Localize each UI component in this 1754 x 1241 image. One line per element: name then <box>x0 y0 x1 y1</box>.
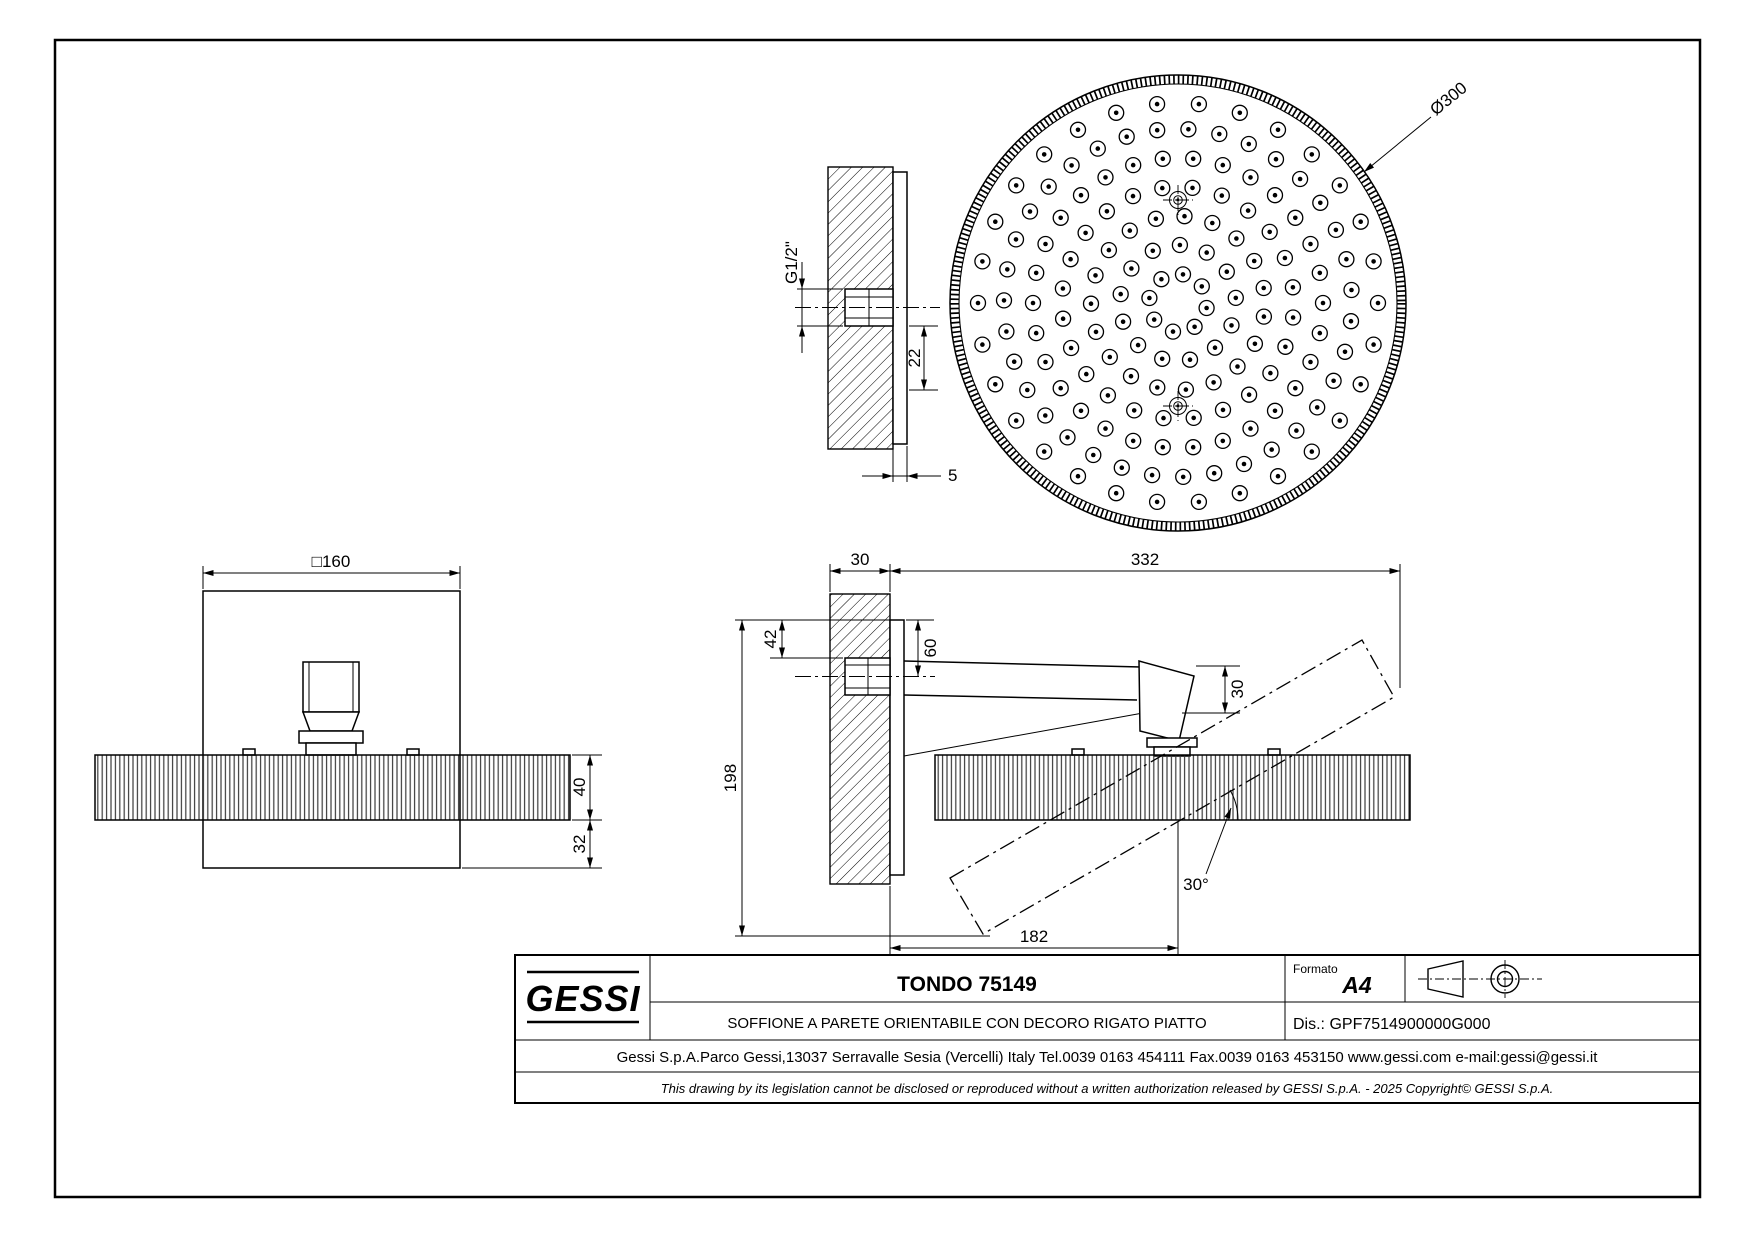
projection-symbol-icon <box>1418 960 1542 998</box>
drawing-subtitle: SOFFIONE A PARETE ORIENTABILE CON DECORO… <box>727 1015 1206 1032</box>
screw-top <box>1163 185 1193 215</box>
gessi-logo: GESSI <box>525 970 640 1024</box>
dim-32-label: 32 <box>570 835 589 854</box>
dim-22-label: 22 <box>905 349 924 368</box>
format-value: A4 <box>1341 972 1372 998</box>
dim-332: 332 <box>890 550 1401 688</box>
dim-thread: G1/2" <box>782 241 843 353</box>
dim-182: 182 <box>889 822 1179 954</box>
sheet-frame <box>53 38 1702 1199</box>
dim-diameter-label: Ø300 <box>1426 78 1470 119</box>
logo-wordmark: GESSI <box>525 978 640 1019</box>
format-label: Formato <box>1293 962 1338 976</box>
dim-angle-label: 30° <box>1183 875 1209 894</box>
dim-30-joint: 30 <box>1182 665 1247 714</box>
dim-30-wall: 30 <box>829 550 891 592</box>
top-side-view: G1/2" 22 5 <box>782 166 957 485</box>
face-inner-circle <box>958 83 1398 523</box>
dim-40-label: 40 <box>570 778 589 797</box>
title-block: GESSI TONDO 75149 SOFFIONE A PARETE ORIE… <box>514 954 1701 1104</box>
dim-5: 5 <box>862 446 957 485</box>
shower-head-side <box>934 754 1411 821</box>
slab-nub-left-side <box>1071 748 1085 756</box>
company-info: Gessi S.p.A.Parco Gessi,13037 Serravalle… <box>617 1049 1599 1066</box>
face-outer-circle <box>949 74 1407 532</box>
dim-160-label: □160 <box>312 552 351 571</box>
flange-plate-side <box>889 619 905 876</box>
wall-section-side <box>829 593 891 885</box>
dim-40: 40 <box>570 754 602 821</box>
dim-32: 32 <box>462 820 602 869</box>
side-view: 30 332 42 60 198 30 <box>721 550 1411 954</box>
shower-head-front <box>94 754 571 821</box>
slab-nub-right <box>406 748 420 756</box>
mounting-bracket-front <box>298 661 364 756</box>
dim-332-label: 332 <box>1131 550 1159 569</box>
dim-182-label: 182 <box>1020 927 1048 946</box>
dim-42-label: 42 <box>761 630 780 649</box>
dim-198: 198 <box>721 620 990 937</box>
drawing-number: Dis.: GPF7514900000G000 <box>1293 1016 1491 1033</box>
knurled-edge <box>950 75 1406 531</box>
dim-30-angle: 30° <box>1178 789 1256 894</box>
support-arm <box>903 660 1144 757</box>
dim-30-joint-label: 30 <box>1228 680 1247 699</box>
dim-thread-label: G1/2" <box>782 241 801 284</box>
tilted-head-outline <box>949 639 1395 935</box>
slab-nub-right-side <box>1267 748 1281 756</box>
dim-42: 42 <box>735 619 904 659</box>
legal-disclaimer: This drawing by its legislation cannot b… <box>661 1081 1554 1096</box>
dim-198-label: 198 <box>721 764 740 792</box>
dim-diameter: Ø300 <box>1363 78 1471 173</box>
drawing-title: TONDO 75149 <box>897 973 1037 996</box>
dim-5-label: 5 <box>948 466 957 485</box>
shower-face-view: Ø300 <box>949 74 1471 532</box>
dim-30-wall-label: 30 <box>851 550 870 569</box>
pivot-joint <box>1138 660 1198 757</box>
slab-nub-left <box>242 748 256 756</box>
nozzle-pattern <box>969 95 1387 511</box>
dim-60-label: 60 <box>921 639 940 658</box>
dim-160: □160 <box>202 552 461 589</box>
front-view: □160 40 32 <box>94 552 602 869</box>
dim-22: 22 <box>905 325 938 391</box>
title-block-frame <box>514 954 1701 1104</box>
screw-bottom <box>1163 391 1193 421</box>
dim-60: 60 <box>906 619 940 676</box>
